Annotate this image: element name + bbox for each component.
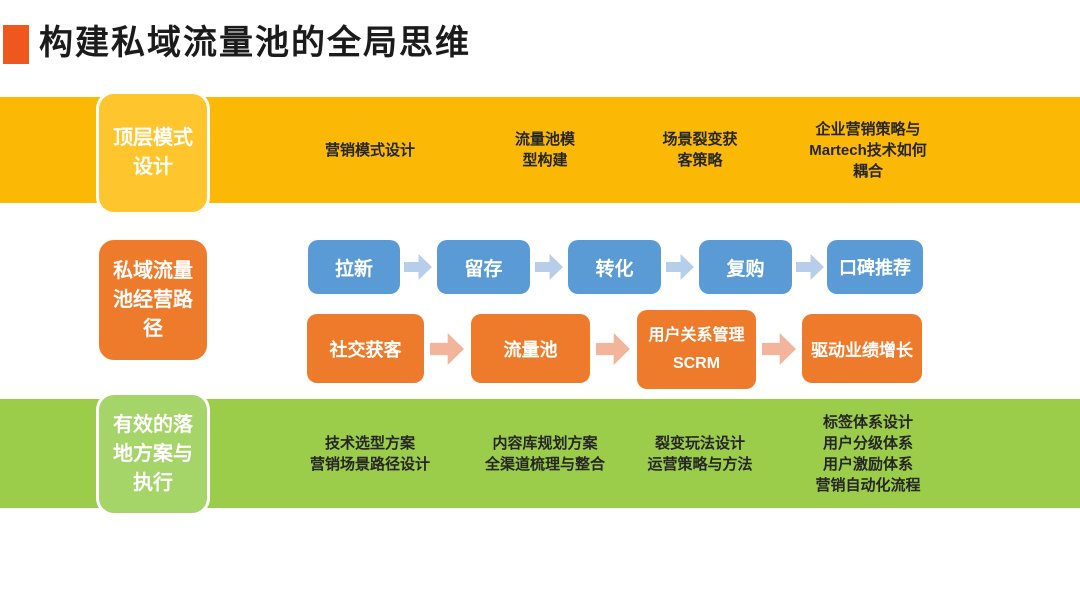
- band-top-item: 场景裂变获 客策略: [662, 131, 738, 169]
- band-top-item: 企业营销策略与 Martech技术如何 耦合: [809, 120, 927, 180]
- band-bottom-item: 内容库规划方案 全渠道梳理与整合: [484, 434, 605, 473]
- band-top-item: 营销模式设计: [324, 141, 415, 159]
- band-bottom-item: 技术选型方案 营销场景路径设计: [309, 434, 430, 473]
- flow-step-business-growth: 驱动业绩增长: [802, 314, 922, 383]
- arrow-right-icon: [666, 254, 694, 280]
- arrow-right-icon: [535, 254, 563, 280]
- arrow-right-icon: [596, 333, 630, 365]
- band-bottom-item: 裂变玩法设计 运营策略与方法: [647, 434, 753, 473]
- flow-step-traffic-pool: 流量池: [471, 314, 590, 383]
- flow-step-conversion: 转化: [568, 240, 661, 294]
- flow-step-repurchase: 复购: [699, 240, 792, 294]
- flow-step-scrm: 用户关系管理 SCRM: [637, 310, 756, 389]
- title-bullet-icon: [3, 25, 29, 64]
- arrow-right-icon: [762, 333, 796, 365]
- flow-step-social-acquisition: 社交获客: [307, 314, 424, 383]
- flow-step-referral: 口碑推荐: [827, 240, 923, 294]
- band-top-item: 流量池模 型构建: [514, 131, 575, 169]
- band-label-middle: 私域流量 池经营路 径: [96, 237, 210, 363]
- band-bottom-item: 标签体系设计 用户分级体系 用户激励体系 营销自动化流程: [815, 413, 921, 494]
- arrow-right-icon: [404, 254, 432, 280]
- flow-step-retention: 留存: [437, 240, 530, 294]
- arrow-right-icon: [430, 333, 464, 365]
- band-label-bottom: 有效的落 地方案与 执行: [96, 392, 210, 516]
- arrow-right-icon: [796, 254, 824, 280]
- page-title: 构建私域流量池的全局思维: [39, 24, 471, 62]
- flow-step-new-users: 拉新: [308, 240, 400, 294]
- band-label-top: 顶层模式 设计: [96, 91, 210, 215]
